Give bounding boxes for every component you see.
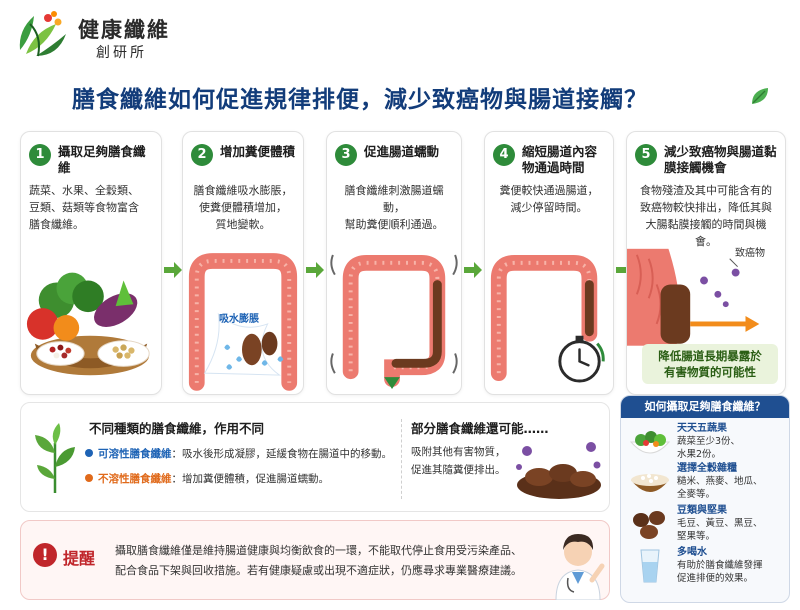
step-description: 食物殘渣及其中可能含有的 致癌物較快排出，降低其與 大腸黏膜接觸的時間與機會。 <box>640 184 772 248</box>
step-header: 5 減少致癌物與腸道黏膜接觸機會 <box>635 142 779 176</box>
step-number: 1 <box>29 144 51 166</box>
soluble-fiber-item: 可溶性膳食纖維：吸水後形成凝膠，延緩食物在腸道中的移動。 <box>85 446 392 461</box>
step-description: 糞便較快通過腸道， 減少停留時間。 <box>499 184 599 214</box>
step-header: 4 縮短腸道內容物通過時間 <box>493 142 607 176</box>
page-title: 膳食纖維如何促進規律排便，減少致癌物與腸道接觸？ <box>72 87 648 113</box>
doctor-icon <box>555 534 605 600</box>
bullet-dot <box>85 474 93 482</box>
swelling-colon-illustration <box>188 253 298 391</box>
insoluble-fiber-item: 不溶性膳食纖維：增加糞便體積，促進腸道蠕動。 <box>85 471 329 486</box>
extra-benefit-title: 部分膳食纖維還可能…… <box>411 421 549 436</box>
step-card-2: 2 增加糞便體積 膳食纖維吸水膨脹， 使糞便體積增加， 質地變軟。 吸水膨脹 <box>182 131 304 395</box>
bullet-dot <box>85 449 93 457</box>
step-header: 3 促進腸道蠕動 <box>335 142 455 176</box>
warning-icon: ! <box>33 543 57 567</box>
step-title: 縮短腸道內容物通過時間 <box>522 144 598 175</box>
howto-text: 天天五蔬果 蔬菜至少3份、 水果2份。 <box>677 423 741 460</box>
step-title: 攝取足夠膳食纖維 <box>58 144 146 175</box>
benefit-callout: 降低腸道長期暴露於 有害物質的可能性 <box>642 344 778 384</box>
brand-logo: 健康纖維 創研所 <box>12 6 202 62</box>
fiber-types-title: 不同種類的膳食纖維，作用不同 <box>89 421 265 436</box>
grain-bowl-icon <box>631 474 669 492</box>
step-number: 5 <box>635 144 657 166</box>
howto-panel: 如何攝取足夠膳食纖維？ 天天五蔬果 蔬菜至少3份、 水果2份。 選擇全穀雜糧 糙… <box>620 395 790 603</box>
brand-name: 健康纖維 <box>78 18 170 42</box>
howto-text: 多喝水 有助於膳食纖維發揮 促進排便的效果。 <box>677 547 763 584</box>
beans-icon <box>633 511 665 539</box>
flow-arrow-icon <box>464 262 482 278</box>
step-header: 1 攝取足夠膳食纖維 <box>29 142 155 176</box>
stool-with-toxins-illustration <box>516 442 601 499</box>
step-number: 2 <box>191 144 213 166</box>
brand-subtitle: 創研所 <box>96 45 147 61</box>
step-description: 膳食纖維刺激腸道蠕動， 幫助糞便順利通過。 <box>344 184 444 231</box>
howto-text: 豆類與堅果 毛豆、黃豆、黑豆、 堅果等。 <box>677 505 763 542</box>
salad-icon <box>629 431 671 454</box>
howto-title: 如何攝取足夠膳食纖維？ <box>621 396 789 418</box>
brand-leaf-icon <box>19 11 66 57</box>
flow-arrow-icon <box>306 262 324 278</box>
swelling-label: 吸水膨脹 <box>219 314 259 325</box>
howto-text: 選擇全穀雜糧 糙米、燕麥、地瓜、 全麥等。 <box>677 463 763 500</box>
step-card-3: 3 促進腸道蠕動 膳食纖維刺激腸道蠕動， 幫助糞便順利通過。 <box>326 131 462 395</box>
step-title: 促進腸道蠕動 <box>364 144 440 159</box>
peristalsis-colon-illustration <box>330 254 458 389</box>
flow-arrow-icon <box>164 262 182 278</box>
leaf-icon <box>752 88 768 104</box>
step-card-1: 1 攝取足夠膳食纖維 蔬菜、水果、全穀類、 豆類、菇類等食物富含 膳食纖維。 <box>20 131 162 395</box>
carcinogen-label: 致癌物 <box>735 248 765 259</box>
step-description: 蔬菜、水果、全穀類、 豆類、菇類等食物富含 膳食纖維。 <box>29 184 139 231</box>
water-glass-icon <box>640 549 660 583</box>
step-number: 3 <box>335 144 357 166</box>
step-number: 4 <box>493 144 515 166</box>
fiber-types-panel: 不同種類的膳食纖維，作用不同 可溶性膳食纖維：吸水後形成凝膠，延緩食物在腸道中的… <box>20 402 610 512</box>
reminder-label: 提醒 <box>63 549 96 568</box>
sprout-icon <box>35 423 75 493</box>
reminder-panel: ! 提醒 攝取膳食纖維僅是維持腸道健康與均衡飲食的一環，不能取代停止食用受污染產… <box>20 520 610 600</box>
reminder-text: 攝取膳食纖維僅是維持腸道健康與均衡飲食的一環，不能取代停止食用受污染產品、 配合… <box>115 544 522 577</box>
dashed-divider <box>401 419 402 499</box>
step-header: 2 增加糞便體積 <box>191 142 297 176</box>
step-title: 增加糞便體積 <box>220 144 296 159</box>
step-title: 減少致癌物與腸道黏膜接觸機會 <box>664 144 777 175</box>
fast-transit-illustration <box>490 255 605 383</box>
step-card-4: 4 縮短腸道內容物通過時間 糞便較快通過腸道， 減少停留時間。 <box>484 131 614 395</box>
step-description: 膳食纖維吸水膨脹， 使糞便體積增加， 質地變軟。 <box>193 184 293 231</box>
carcinogen-exit-illustration <box>627 248 760 346</box>
extra-benefit-desc: 吸附其他有害物質， 促進其隨糞便排出。 <box>411 446 506 476</box>
fiber-foods-illustration <box>26 272 150 376</box>
